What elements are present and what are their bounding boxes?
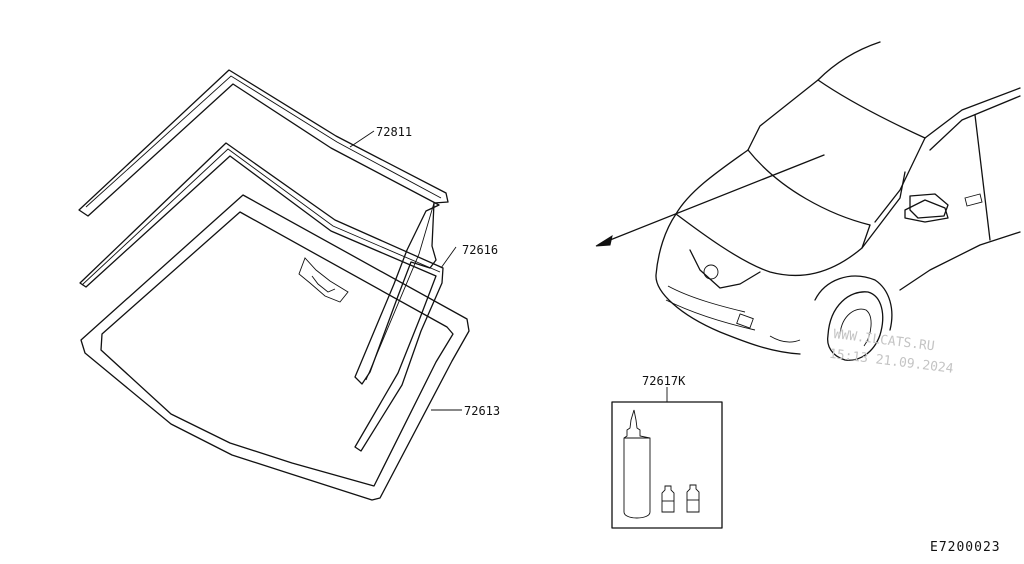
watermark: WWW.ILCATS.RU 15:13 21.09.2024 [828,327,954,377]
side-molding-drawing [79,142,444,452]
part-label-72811: 72811 [376,125,412,139]
diagram-code: E7200023 [930,540,1001,555]
part-label-72613: 72613 [464,404,500,418]
location-arrow [595,154,825,247]
watermark-timestamp: 15:13 21.09.2024 [828,347,954,377]
callouts: 72811 72616 72613 72617K [349,125,686,418]
adhesive-kit-drawing [611,401,723,529]
leader-72811 [349,130,375,148]
leader-72616 [440,246,457,269]
vehicle-drawing [655,41,1021,361]
part-label-72616: 72616 [462,243,498,257]
upper-molding-drawing [78,69,449,385]
part-label-72617k: 72617K [642,374,686,388]
windshield-glass-drawing [80,194,470,501]
